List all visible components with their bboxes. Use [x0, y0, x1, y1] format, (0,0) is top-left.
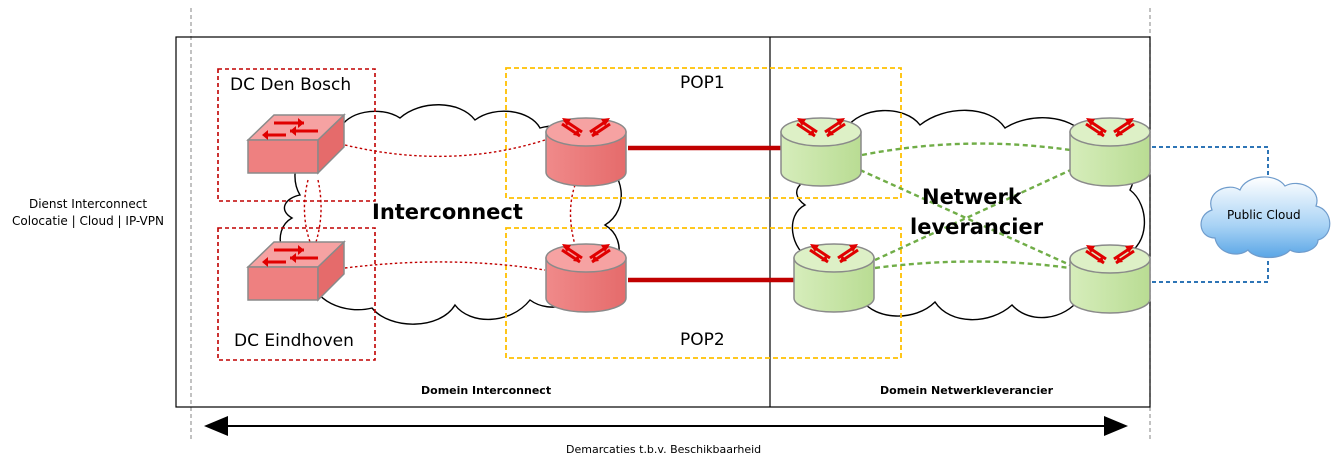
blue-dashed-links	[1152, 146, 1269, 283]
dc-den-bosch-box	[217, 68, 376, 202]
service-label-line2: Colocatie | Cloud | IP-VPN	[12, 214, 164, 228]
pop2-box	[505, 227, 902, 359]
router-pop1-icon	[546, 118, 626, 186]
pop1-box	[505, 67, 902, 199]
pop1-label: POP1	[680, 73, 725, 93]
pop2-label: POP2	[680, 330, 725, 350]
domain-interconnect-label: Domein Interconnect	[421, 384, 552, 397]
router-nl-pop2-icon	[794, 244, 874, 312]
outer-frame	[175, 36, 1151, 408]
service-label-line1: Dienst Interconnect	[28, 197, 148, 211]
public-cloud-icon	[1200, 176, 1331, 259]
netwerk-cloud-label-line1: Netwerk	[922, 185, 1022, 209]
service-side-label: Dienst Interconnect Colocatie | Cloud | …	[8, 196, 168, 230]
interconnect-cloud-label: Interconnect	[372, 200, 523, 224]
red-dotted-links	[303, 139, 576, 271]
router-nl-cloud1-icon	[1070, 118, 1150, 186]
router-nl-pop1-icon	[781, 118, 861, 186]
router-nl-cloud2-icon	[1070, 245, 1150, 313]
public-cloud-label: Public Cloud	[1227, 208, 1301, 222]
green-dashed-links	[859, 142, 1076, 270]
dc-den-bosch-label: DC Den Bosch	[230, 75, 352, 95]
dc-eindhoven-box	[217, 227, 376, 361]
netwerk-cloud-label-line2: leverancier	[910, 215, 1044, 239]
router-pop2-icon	[546, 244, 626, 312]
dc-eindhoven-label: DC Eindhoven	[234, 331, 354, 351]
domain-netwerkleverancier-label: Domein Netwerkleverancier	[880, 384, 1054, 397]
demarcation-label: Demarcaties t.b.v. Beschikbaarheid	[566, 443, 762, 456]
